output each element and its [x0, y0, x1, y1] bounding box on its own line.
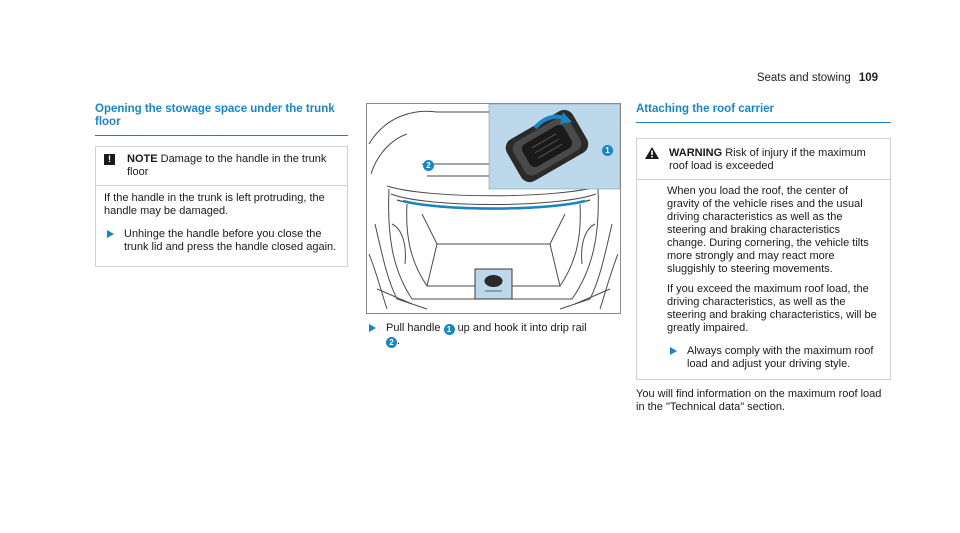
section-title: Seats and stowing	[756, 72, 851, 84]
note-step-text: Unhinge the handle before you close the …	[124, 228, 337, 253]
caption-part: up and hook it into drip rail	[457, 322, 587, 334]
callout-2-ref: 2	[386, 337, 397, 348]
warning-box: WARNING Risk of injury if the maximum ro…	[636, 138, 891, 380]
note-paragraph: If the handle in the trunk is left protr…	[104, 192, 325, 217]
warning-text: Risk of injury if the maximum roof load …	[669, 147, 866, 172]
caption-part: .	[397, 335, 401, 347]
note-box: ! NOTE Damage to the handle in the trunk…	[95, 146, 348, 267]
caption-step: Pull handle 1 up and hook it into drip r…	[366, 322, 619, 348]
running-header: Seats and stowing 109	[757, 72, 878, 84]
page-number: 109	[858, 72, 878, 84]
caption-part: Pull handle	[386, 322, 441, 334]
caption-text: Pull handle 1 up and hook it into drip r…	[386, 322, 587, 348]
warning-body: When you load the roof, the center of gr…	[637, 180, 890, 379]
warning-title: WARNING Risk of injury if the maximum ro…	[669, 147, 882, 173]
footnote: You will find information on the maximum…	[636, 388, 882, 413]
warning-paragraph-2: If you exceed the maximum roof load, the…	[667, 283, 877, 334]
left-column: Opening the stowage space under the trun…	[95, 103, 348, 267]
note-step: Unhinge the handle before you close the …	[104, 228, 339, 254]
warning-triangle-icon	[645, 147, 659, 159]
trunk-drawing	[368, 104, 620, 310]
step-arrow-icon	[107, 230, 114, 238]
warning-paragraph-1: When you load the roof, the center of gr…	[667, 185, 869, 275]
note-title: NOTE Damage to the handle in the trunk f…	[127, 153, 339, 179]
heading-rule	[636, 122, 891, 123]
warning-label: WARNING	[669, 147, 723, 159]
figure-caption: Pull handle 1 up and hook it into drip r…	[366, 322, 619, 348]
heading-rule	[95, 135, 348, 136]
step-arrow-icon	[670, 347, 677, 355]
note-text: Damage to the handle in the trunk floor	[127, 153, 327, 178]
note-header: ! NOTE Damage to the handle in the trunk…	[96, 147, 347, 186]
trunk-illustration: 1 2	[366, 103, 621, 314]
callout-1: 1	[602, 145, 613, 156]
note-body: If the handle in the trunk is left protr…	[96, 186, 347, 266]
warning-header: WARNING Risk of injury if the maximum ro…	[637, 139, 890, 180]
warning-step: Always comply with the maximum roof load…	[667, 345, 882, 371]
exclamation-icon: !	[104, 154, 115, 165]
stowage-heading: Opening the stowage space under the trun…	[95, 103, 335, 128]
callout-2: 2	[423, 160, 434, 171]
right-column: Attaching the roof carrier WARNING Risk …	[636, 103, 891, 414]
callout-1-ref: 1	[443, 324, 455, 335]
roof-carrier-heading: Attaching the roof carrier	[636, 103, 775, 115]
step-arrow-icon	[369, 324, 376, 332]
warning-step-text: Always comply with the maximum roof load…	[687, 345, 874, 370]
note-label: NOTE	[127, 153, 158, 165]
